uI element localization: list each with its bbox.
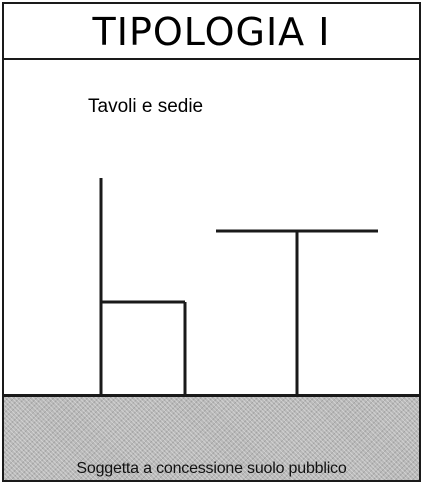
public-ground-area <box>4 394 419 480</box>
page-title: TIPOLOGIA I <box>92 10 331 54</box>
ground-caption: Soggetta a concessione suolo pubblico <box>76 460 347 477</box>
title-bar: TIPOLOGIA I <box>4 4 419 60</box>
diagram-label: Tavoli e sedie <box>88 96 204 117</box>
outer-frame <box>2 2 421 482</box>
